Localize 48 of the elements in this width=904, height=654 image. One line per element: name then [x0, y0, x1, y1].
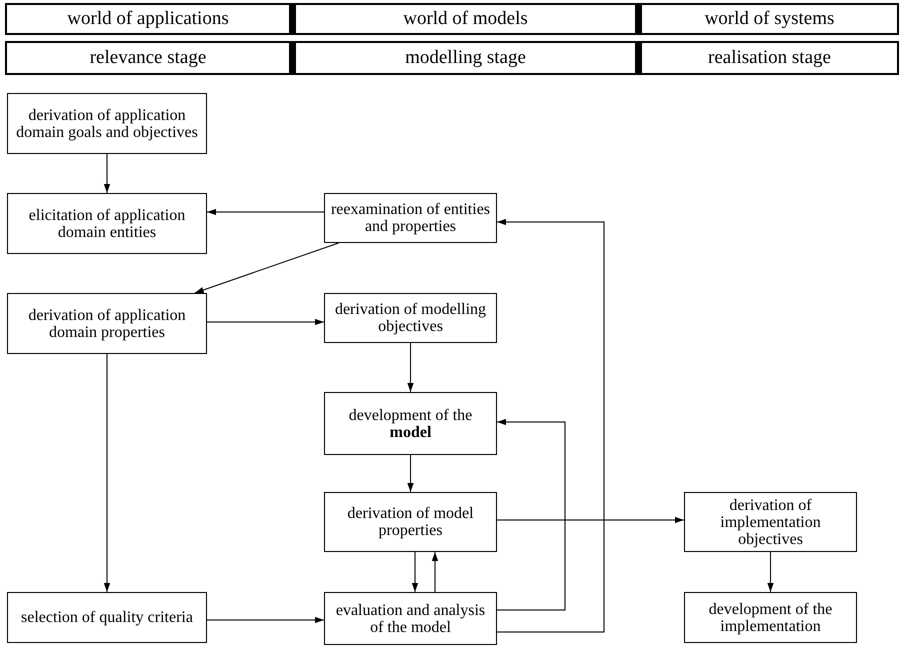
header-box [291, 41, 637, 75]
box-label: evaluation and analysis of the model [334, 602, 486, 636]
box-label: elicitation of application domain entities [28, 206, 186, 240]
arrow [496, 516, 684, 524]
arrow [496, 218, 604, 632]
process-box [7, 193, 207, 254]
box-label: derivation of implementation objectives [719, 496, 822, 548]
header-box [5, 3, 291, 35]
box-label: derivation of modelling objectives [334, 301, 488, 335]
process-box [324, 492, 497, 552]
box-label: development of the implementation [708, 600, 834, 634]
box-label: world of models [403, 6, 528, 31]
arrow [206, 208, 324, 216]
box-label: relevance stage [90, 46, 206, 70]
arrow [104, 354, 110, 592]
arrow [407, 342, 414, 392]
arrow [432, 552, 438, 592]
box-label: modelling stage [405, 46, 526, 70]
box-label: derivation of model properties [346, 505, 475, 539]
header-box [5, 41, 291, 75]
arrow [407, 454, 414, 492]
box-label: development of the model [348, 406, 474, 440]
box-label: reexamination of entities and properties [330, 201, 492, 235]
process-box [324, 293, 497, 343]
box-label: realisation stage [708, 46, 831, 70]
box-label: world of systems [704, 6, 834, 31]
process-box [324, 193, 497, 243]
process-box [7, 93, 207, 154]
process-box [7, 592, 207, 643]
arrow [104, 154, 110, 194]
box-label: derivation of application domain goals and objectives [15, 106, 199, 140]
process-box [684, 592, 857, 643]
process-box [324, 392, 497, 455]
box-label: derivation of application domain properties [27, 306, 187, 340]
process-box [684, 492, 857, 552]
box-label: world of applications [67, 6, 229, 31]
arrow [206, 318, 324, 326]
header-box [637, 3, 899, 35]
arrow [412, 552, 418, 592]
arrow [206, 616, 324, 624]
arrow [767, 552, 774, 592]
arrow [496, 418, 566, 610]
box-label: selection of quality criteria [21, 609, 193, 626]
header-box [637, 41, 899, 75]
process-box [7, 293, 207, 354]
arrow [194, 242, 340, 294]
header-box [291, 3, 637, 35]
process-box [324, 592, 497, 645]
